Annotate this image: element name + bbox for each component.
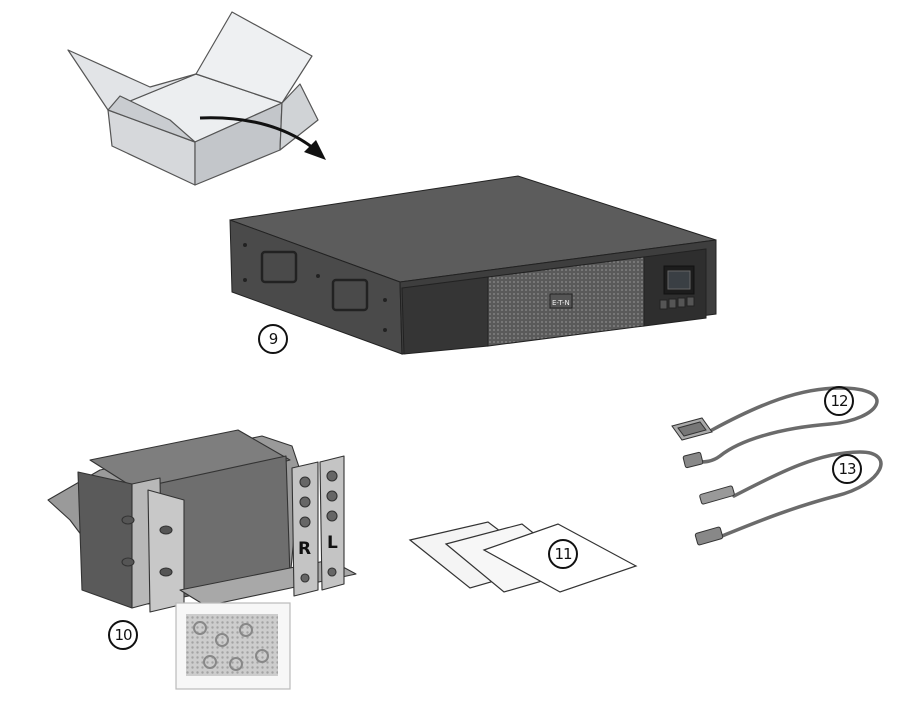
rail-label-right: R: [298, 539, 311, 559]
callout-usb-cable: 13: [832, 454, 862, 484]
rail-kit: [47, 429, 357, 613]
rail-label-left: L: [327, 533, 338, 553]
hardware-bag: [175, 602, 291, 690]
callout-rail-kit: 10: [108, 620, 138, 650]
ups-logo: E-T-N: [552, 299, 570, 307]
usb-connectors: [694, 485, 735, 546]
callout-documents: 11: [548, 539, 578, 569]
ups-unit: [229, 175, 717, 355]
usb-cable: [720, 450, 883, 538]
unpack-arrow-head: [304, 140, 326, 160]
unpack-arrow: [199, 116, 319, 154]
shipping-box: [67, 11, 319, 186]
callout-serial-cable: 12: [824, 386, 854, 416]
callout-ups: 9: [258, 324, 288, 354]
serial-connector: [671, 417, 713, 469]
documents-stack: [408, 521, 638, 593]
serial-cable: [698, 386, 879, 464]
